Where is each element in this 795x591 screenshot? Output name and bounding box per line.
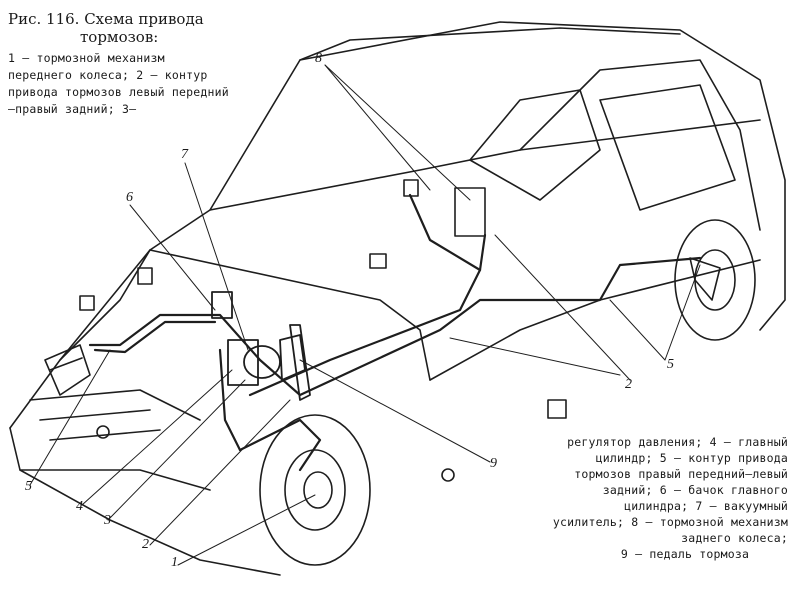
legend-text-bottom-last: 9 — педаль тормоза bbox=[620, 547, 750, 561]
callout-2-right: 2 bbox=[625, 377, 632, 392]
figure-title: Рис. 116. Схема привода тормозов: bbox=[8, 10, 238, 46]
legend-text-bottom: регулятор давления; 4 — главный цилиндр;… bbox=[552, 434, 788, 562]
callout-7: 7 bbox=[181, 147, 188, 162]
callout-3: 3 bbox=[104, 513, 111, 528]
brake-lines bbox=[88, 193, 702, 472]
legend-text-top: 1 — тормозной механизм переднего колеса;… bbox=[8, 51, 229, 116]
callout-5-right: 5 bbox=[667, 357, 674, 372]
callout-1: 1 bbox=[171, 555, 178, 570]
callout-4: 4 bbox=[76, 499, 83, 514]
callout-2-left: 2 bbox=[142, 537, 149, 552]
left-front-brake bbox=[44, 344, 91, 396]
front-wheel bbox=[259, 414, 371, 566]
callout-8: 8 bbox=[315, 51, 322, 66]
small-parts bbox=[79, 179, 721, 482]
figure-title-line2: тормозов: bbox=[80, 28, 159, 46]
rear-wheel bbox=[674, 219, 756, 341]
figure-title-line1: Рис. 116. Схема привода bbox=[8, 10, 204, 28]
legend-text-bottom-main: регулятор давления; 4 — главный цилиндр;… bbox=[552, 435, 788, 545]
callout-5-left: 5 bbox=[25, 479, 32, 494]
leader-lines bbox=[29, 64, 701, 566]
callout-6: 6 bbox=[126, 190, 133, 205]
booster-and-master-cylinder bbox=[211, 291, 311, 401]
callout-9: 9 bbox=[490, 456, 497, 471]
car-body bbox=[9, 21, 786, 576]
